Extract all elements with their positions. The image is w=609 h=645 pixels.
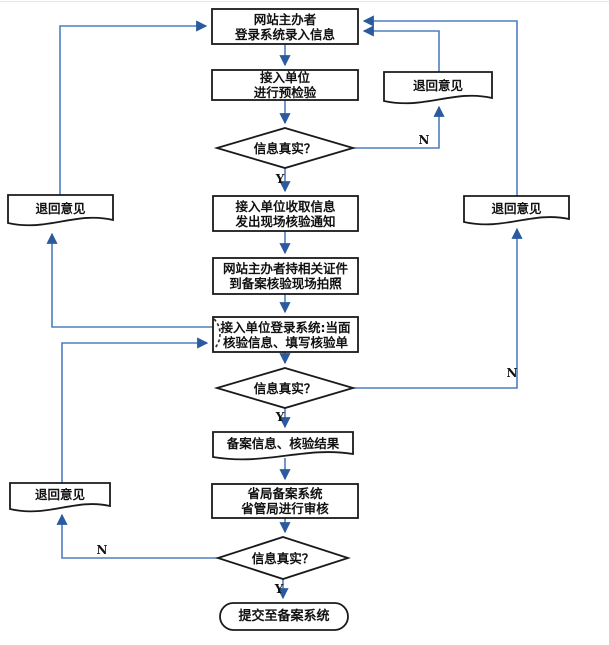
- edge-returntop-start: [362, 25, 440, 72]
- edge-decision3-no-returnleftlower: [56, 513, 218, 559]
- verify-box-shape: [212, 316, 359, 353]
- page-top-rule: [0, 1, 609, 2]
- edge-verify-returnleftupper: [46, 232, 213, 328]
- line-jump-arc: [213, 318, 221, 350]
- photo-box-shape: [212, 257, 359, 295]
- edge-returnright-start: [362, 15, 518, 196]
- collect-box-shape: [212, 195, 359, 232]
- edge-returnleftupper-start: [59, 20, 208, 195]
- return-right-doc-shape: [463, 195, 570, 226]
- submit-pill-shape: [219, 602, 349, 631]
- decision2-diamond-shape: [213, 367, 357, 409]
- start-box-shape: [211, 8, 359, 45]
- precheck-box-shape: [211, 69, 359, 101]
- edge-decision1-no-returntop: [353, 105, 445, 149]
- decision3-diamond-shape: [215, 536, 351, 580]
- flow-shapes: [7, 8, 570, 631]
- decision1-diamond-shape: [213, 127, 357, 169]
- record-result-doc-shape: [212, 431, 354, 461]
- return-top-doc-shape: [383, 71, 493, 105]
- review-box-shape: [211, 483, 359, 519]
- return-left-upper-doc-shape: [7, 194, 114, 227]
- edge-decision2-no-returnright: [353, 227, 523, 389]
- edge-returnleftlower-verify: [61, 337, 209, 483]
- flow-connectors: [46, 15, 523, 600]
- return-left-lower-doc-shape: [9, 482, 111, 513]
